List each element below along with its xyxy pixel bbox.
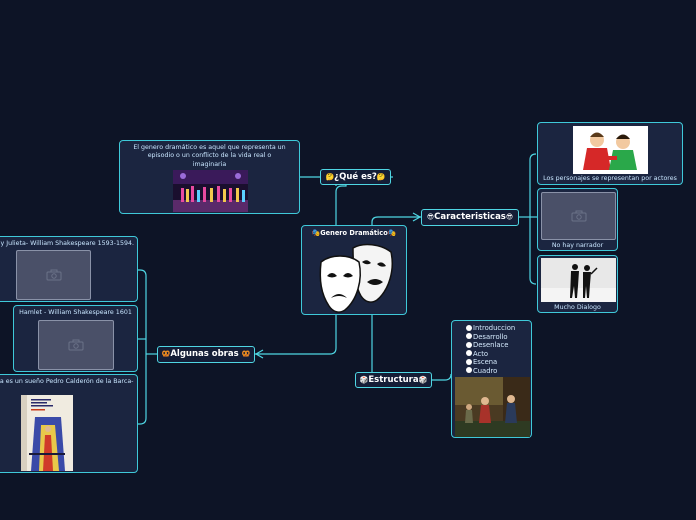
cool-face-icon: 😎 — [505, 213, 514, 221]
characteristic-dialogue-node[interactable]: Mucho Dialogo — [537, 255, 618, 313]
list-item: Introduccion — [466, 324, 515, 333]
image-placeholder — [541, 192, 616, 240]
pretzel-icon: 🥨 — [161, 350, 171, 358]
dice-icon: 🎲 — [418, 376, 428, 384]
definition-node[interactable]: El genero dramático es aquel que represe… — [119, 140, 300, 214]
drama-masks-illustration — [319, 243, 393, 313]
book-cover-image — [21, 395, 73, 471]
theater-masks-icon: 🎭 — [387, 229, 397, 237]
characteristic-caption: No hay narrador — [551, 242, 604, 249]
work-hamlet-node[interactable]: Hamlet - William Shakespeare 1601 — [13, 305, 138, 372]
work-vida-sueno-node[interactable]: La vida es un sueño Pedro Calderón de la… — [0, 374, 138, 473]
theater-masks-icon: 🎭 — [311, 229, 321, 237]
dialogue-silhouettes-image — [541, 258, 616, 302]
list-item: Desarrollo — [466, 333, 515, 342]
characteristic-no-narrator-node[interactable]: No hay narrador — [537, 188, 618, 251]
structure-list-node[interactable]: Introduccion Desarrollo Desenlace Acto E… — [451, 320, 532, 438]
characteristic-actors-node[interactable]: Los personajes se representan por actore… — [537, 122, 683, 185]
pretzel-icon: 🥨 — [241, 350, 251, 358]
work-romeo-julieta-node[interactable]: Romeo y Julieta- William Shakespeare 159… — [0, 236, 138, 302]
list-item: Cuadro — [466, 367, 515, 376]
work-caption: La vida es un sueño Pedro Calderón de la… — [0, 378, 134, 385]
camera-icon — [46, 269, 61, 281]
topic-algunas-obras[interactable]: 🥨Algunas obras 🥨 — [157, 346, 255, 363]
definition-text: El genero dramático es aquel que represe… — [133, 144, 286, 168]
thinking-face-icon: 🤔 — [376, 173, 386, 181]
topic-caracteristicas[interactable]: 😎Caracteristicas😎 — [421, 209, 519, 226]
image-placeholder — [38, 320, 114, 370]
theater-scene-painting — [455, 377, 530, 437]
thinking-face-icon: 🤔 — [325, 173, 335, 181]
central-node[interactable]: 🎭Genero Dramático🎭 — [301, 225, 407, 315]
stage-performance-image — [173, 170, 248, 212]
camera-icon — [571, 210, 586, 222]
cool-face-icon: 😎 — [426, 213, 435, 221]
topic-que-es[interactable]: 🤔¿Qué es?🤔 — [320, 169, 391, 185]
camera-icon — [68, 339, 84, 351]
central-title: 🎭Genero Dramático🎭 — [311, 229, 397, 237]
image-placeholder — [16, 250, 91, 300]
topic-estructura[interactable]: 🎲Estructura🎲 — [355, 372, 432, 388]
characteristic-caption: Los personajes se representan por actore… — [543, 175, 677, 182]
work-caption: Hamlet - William Shakespeare 1601 — [19, 309, 132, 316]
work-caption: Romeo y Julieta- William Shakespeare 159… — [0, 240, 134, 247]
dice-icon: 🎲 — [359, 376, 369, 384]
list-item: Desenlace — [466, 341, 515, 350]
list-item: Escena — [466, 358, 515, 367]
characteristic-caption: Mucho Dialogo — [554, 304, 601, 311]
list-item: Acto — [466, 350, 515, 359]
actors-cartoon-image — [573, 126, 648, 174]
